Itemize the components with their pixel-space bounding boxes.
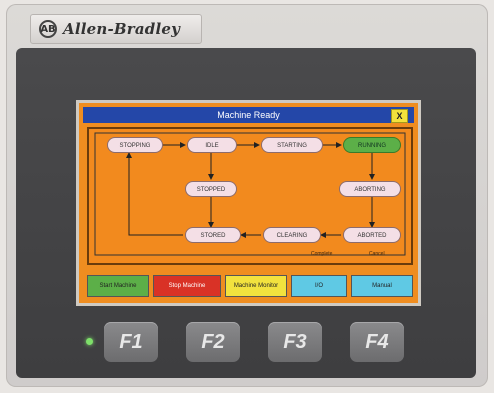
state-running: RUNNING [343,137,401,153]
machine-monitor-button[interactable]: Machine Monitor [225,275,287,297]
brand-name: Allen-Bradley [63,20,181,38]
manual-button[interactable]: Manual [351,275,413,297]
close-button[interactable]: X [391,109,408,123]
status-led-icon [86,338,93,345]
brand-plate: AB Allen-Bradley [30,14,202,44]
cancel-label: Cancel [369,251,385,257]
start-machine-button[interactable]: Start Machine [87,275,149,297]
screen-title-bar: Machine Ready X [83,107,414,123]
complete-label: Complete [311,251,333,257]
state-idle: IDLE [187,137,237,153]
state-aborted: ABORTED [343,227,401,243]
f4-key[interactable]: F4 [350,322,404,362]
f1-key[interactable]: F1 [104,322,158,362]
screen-title: Machine Ready [217,110,280,120]
state-transition-arrows [94,132,406,256]
io-button[interactable]: I/O [291,275,347,297]
state-stopped: STOPPED [185,181,237,197]
state-aborting: ABORTING [339,181,401,197]
state-clearing: CLEARING [263,227,321,243]
state-stored: STORED [185,227,241,243]
state-starting: STARTING [261,137,323,153]
f2-key[interactable]: F2 [186,322,240,362]
f3-key[interactable]: F3 [268,322,322,362]
state-flow-diagram: STOPPING IDLE STARTING RUNNING STOPPED A… [87,127,413,265]
hmi-screen: Machine Ready X [76,100,421,306]
allen-bradley-logo-icon: AB [39,20,57,38]
state-stopping-top: STOPPING [107,137,163,153]
stop-machine-button[interactable]: Stop Machine [153,275,221,297]
